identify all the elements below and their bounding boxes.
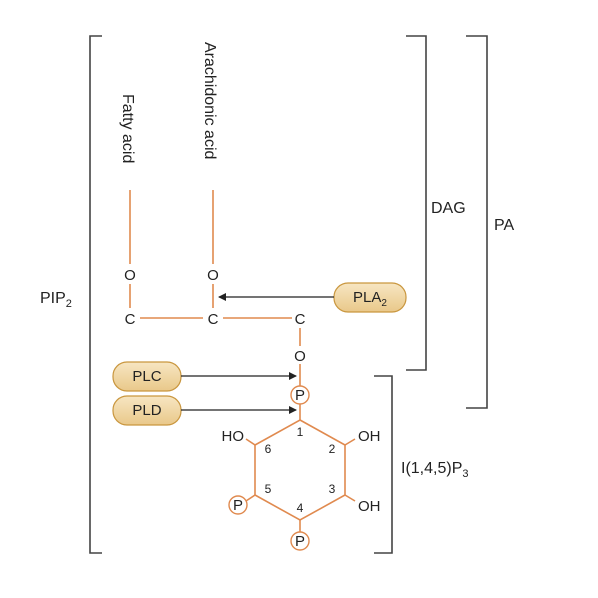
p-bond-5 bbox=[245, 494, 256, 502]
carbon-atom-2: C bbox=[208, 311, 219, 328]
pip2-label: PIP2 bbox=[40, 290, 72, 310]
arachidonic-acid-label: Arachidonic acid bbox=[201, 42, 218, 159]
fatty-acid-label: Fatty acid bbox=[119, 94, 136, 163]
hydroxyl-3: OH bbox=[358, 498, 381, 515]
oxygen-atom-2: O bbox=[207, 267, 219, 284]
pla2-enzyme: PLA2 bbox=[333, 282, 407, 313]
plc-enzyme: PLC bbox=[112, 361, 182, 392]
carbon-atom-1: C bbox=[125, 311, 136, 328]
pld-label: PLD bbox=[132, 402, 161, 419]
phosphate-circle-5 bbox=[228, 495, 248, 515]
hydroxyl-6: HO bbox=[222, 428, 245, 445]
oh-bond-2 bbox=[344, 438, 356, 446]
carbon-atom-3: C bbox=[295, 311, 306, 328]
phosphate-label-5: P bbox=[233, 497, 243, 514]
oxygen-atom-3: O bbox=[294, 348, 306, 365]
hydroxyl-2: OH bbox=[358, 428, 381, 445]
dag-label: DAG bbox=[431, 200, 466, 217]
plc-label: PLC bbox=[132, 368, 161, 385]
ho-bond-6 bbox=[245, 438, 256, 446]
pa-bracket bbox=[466, 35, 488, 409]
dag-bracket bbox=[406, 35, 427, 371]
phosphate-circle-4 bbox=[290, 531, 310, 551]
phosphate-label-1: P bbox=[295, 387, 305, 404]
ring-position-4: 4 bbox=[297, 501, 304, 515]
ip3-label: I(1,4,5)P3 bbox=[401, 460, 468, 480]
oh-bond-3 bbox=[344, 494, 356, 502]
ring-position-5: 5 bbox=[265, 482, 272, 496]
pip2-bracket bbox=[89, 35, 102, 554]
ring-position-6: 6 bbox=[265, 442, 272, 456]
ring-position-3: 3 bbox=[329, 482, 336, 496]
pla2-label: PLA2 bbox=[353, 289, 387, 309]
pld-enzyme: PLD bbox=[112, 395, 182, 426]
ring-position-2: 2 bbox=[329, 442, 336, 456]
pa-label: PA bbox=[494, 217, 514, 234]
phosphate-label-4: P bbox=[295, 533, 305, 550]
ring-position-1: 1 bbox=[297, 425, 304, 439]
ip3-bracket bbox=[374, 375, 393, 554]
oxygen-atom-1: O bbox=[124, 267, 136, 284]
